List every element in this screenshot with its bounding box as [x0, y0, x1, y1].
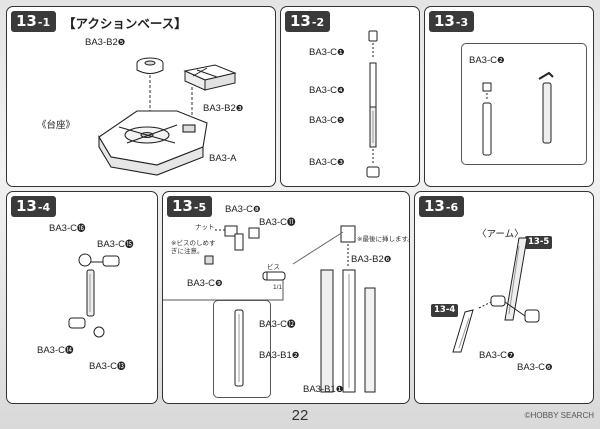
part-label-b2-5: BA3-B2❺ [85, 37, 126, 48]
arm-column-diagram [366, 30, 380, 178]
screw-caption: ビス [267, 264, 280, 271]
joint-arm-diagram [68, 253, 120, 338]
panel-13-4: 13-4 BA3-C⓰ BA3-C⓯ BA3-C⓮ BA3-C⓭ [6, 191, 158, 404]
part-label-c7: BA3-C❼ [479, 350, 515, 361]
base-caption: 《台座》 [37, 120, 76, 131]
part-label-b2-3: BA3-B2❸ [203, 103, 244, 114]
panel-13-6: 13-6 〈アーム〉 13-5 13-4 BA3-C❼ BA3-C❻ [414, 191, 594, 404]
screw-scale: 1/1 [273, 284, 283, 291]
step-badge: 13-6 [419, 196, 465, 217]
part-label-c9: BA3-C❾ [187, 278, 223, 289]
part-label-c11: BA3-C⓫ [259, 217, 296, 228]
part-label-c3: BA3-C❸ [309, 157, 345, 168]
part-label-b1-2: BA3-B1❷ [259, 350, 300, 361]
part-label-b1-1: BA3-B1❶ [303, 384, 344, 395]
panel-13-2: 13-2 BA3-C❶ BA3-C❹ BA3-C❺ BA3-C❸ [280, 6, 420, 187]
final-arm-diagram [452, 237, 540, 353]
step-badge: 13-5 [167, 196, 213, 217]
part-label-c15: BA3-C⓯ [97, 239, 134, 250]
part-label-c5: BA3-C❺ [309, 115, 345, 126]
base-assembly-diagram [98, 57, 237, 176]
part-label-c8: BA3-C❽ [225, 204, 261, 215]
step-badge: 13-3 [429, 11, 475, 32]
nut-caption: ナット [195, 224, 215, 231]
step-badge: 13-1 [11, 11, 57, 32]
stand-assembly-diagram [163, 225, 376, 393]
section-title: 【アクションベース】 [63, 17, 187, 31]
step-badge: 13-4 [11, 196, 57, 217]
watermark: ©HOBBY SEARCH [524, 411, 594, 420]
part-label-b2-6: BA3-B2❻ [351, 254, 392, 265]
panel-13-3: 13-3 BA3-C❷ [424, 6, 594, 187]
part-label-c1: BA3-C❶ [309, 47, 345, 58]
step-badge: 13-2 [285, 11, 331, 32]
step-reference-13-4: 13-4 [431, 304, 459, 317]
part-label-c13: BA3-C⓭ [89, 361, 126, 372]
screw-note: ※ビスのしめすぎに注意。 [171, 240, 216, 255]
part-label-c12: BA3-C⓬ [259, 319, 296, 330]
step-reference-13-5: 13-5 [525, 236, 553, 249]
panel-13-1: 13-1 【アクションベース】 [6, 6, 276, 187]
detail-inset [461, 43, 587, 165]
panel-13-5: 13-5 [162, 191, 410, 404]
part-label-c4: BA3-C❹ [309, 85, 345, 96]
arm-tip-diagram [482, 71, 554, 156]
part-label-c16: BA3-C⓰ [49, 223, 86, 234]
page-number: 22 [291, 407, 309, 424]
arm-caption: 〈アーム〉 [477, 229, 524, 240]
part-label-c2: BA3-C❷ [469, 55, 505, 66]
part-label-c6: BA3-C❻ [517, 362, 553, 373]
part-label-c14: BA3-C⓮ [37, 345, 74, 356]
part-label-a: BA3-A [209, 153, 237, 164]
insert-last-note: ※最後に挿します。 [357, 236, 410, 243]
